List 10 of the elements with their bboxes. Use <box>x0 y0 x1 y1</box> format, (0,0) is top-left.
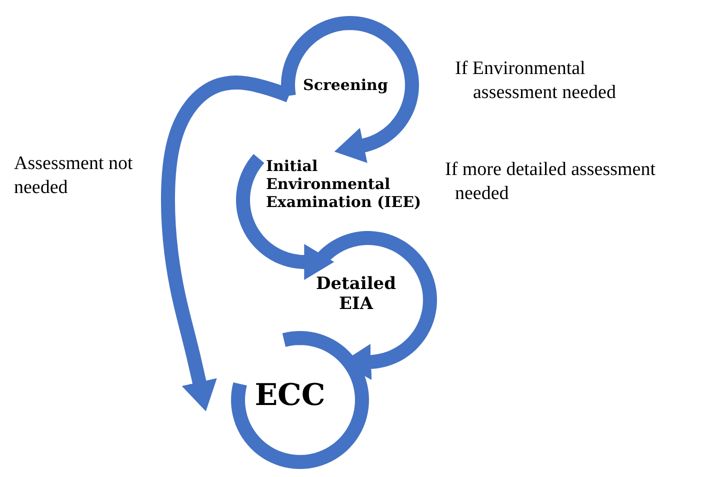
circular-arrow <box>315 231 437 380</box>
step-label: ECC <box>254 378 326 414</box>
annotation: Assessment not needed <box>14 152 134 200</box>
step-label: Screening <box>303 76 389 94</box>
circular-arrow <box>236 154 334 280</box>
step-label: Initial Environmental Examination (IEE) <box>266 157 422 211</box>
step-label: Detailed EIA <box>314 274 398 315</box>
annotation: If Environmental assessment needed <box>455 57 617 104</box>
circular-arrow <box>281 16 419 164</box>
annotation: If more detailed assessment needed <box>445 158 657 206</box>
